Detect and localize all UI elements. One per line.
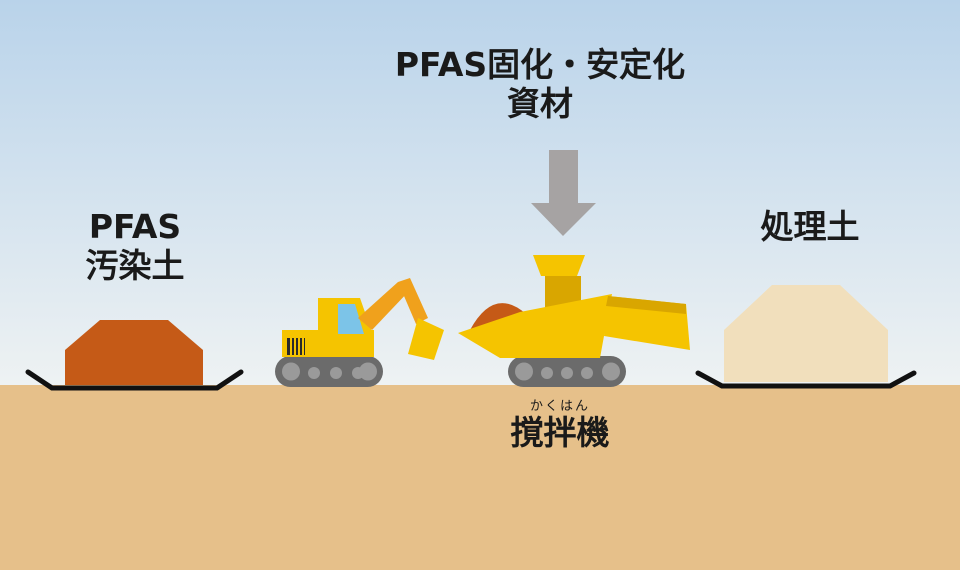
contaminated-soil-label: PFAS 汚染土 bbox=[40, 207, 230, 286]
excavator-icon bbox=[275, 278, 444, 387]
mixer-label-text: 撹拌機 bbox=[510, 413, 610, 453]
contaminated-soil-label-line2: 汚染土 bbox=[85, 245, 185, 285]
mixer-label: かくはん 撹拌機 bbox=[440, 399, 680, 453]
stabilizer-material-label: PFAS固化・安定化 資材 bbox=[360, 45, 720, 124]
treated-soil-label-text: 処理土 bbox=[760, 207, 860, 246]
down-arrow-icon bbox=[531, 150, 596, 236]
mixer-machine-icon bbox=[458, 255, 690, 387]
treated-soil-pile bbox=[695, 285, 917, 389]
stabilizer-material-label-line1: PFAS固化・安定化 bbox=[394, 45, 686, 84]
contaminated-soil-pile bbox=[25, 320, 244, 391]
mixer-label-ruby: かくはん bbox=[529, 399, 590, 414]
ground bbox=[0, 385, 960, 570]
stabilizer-material-label-line2: 資材 bbox=[507, 83, 573, 123]
contaminated-soil-label-line1: PFAS bbox=[88, 207, 182, 246]
treated-soil-label: 処理土 bbox=[710, 207, 910, 247]
